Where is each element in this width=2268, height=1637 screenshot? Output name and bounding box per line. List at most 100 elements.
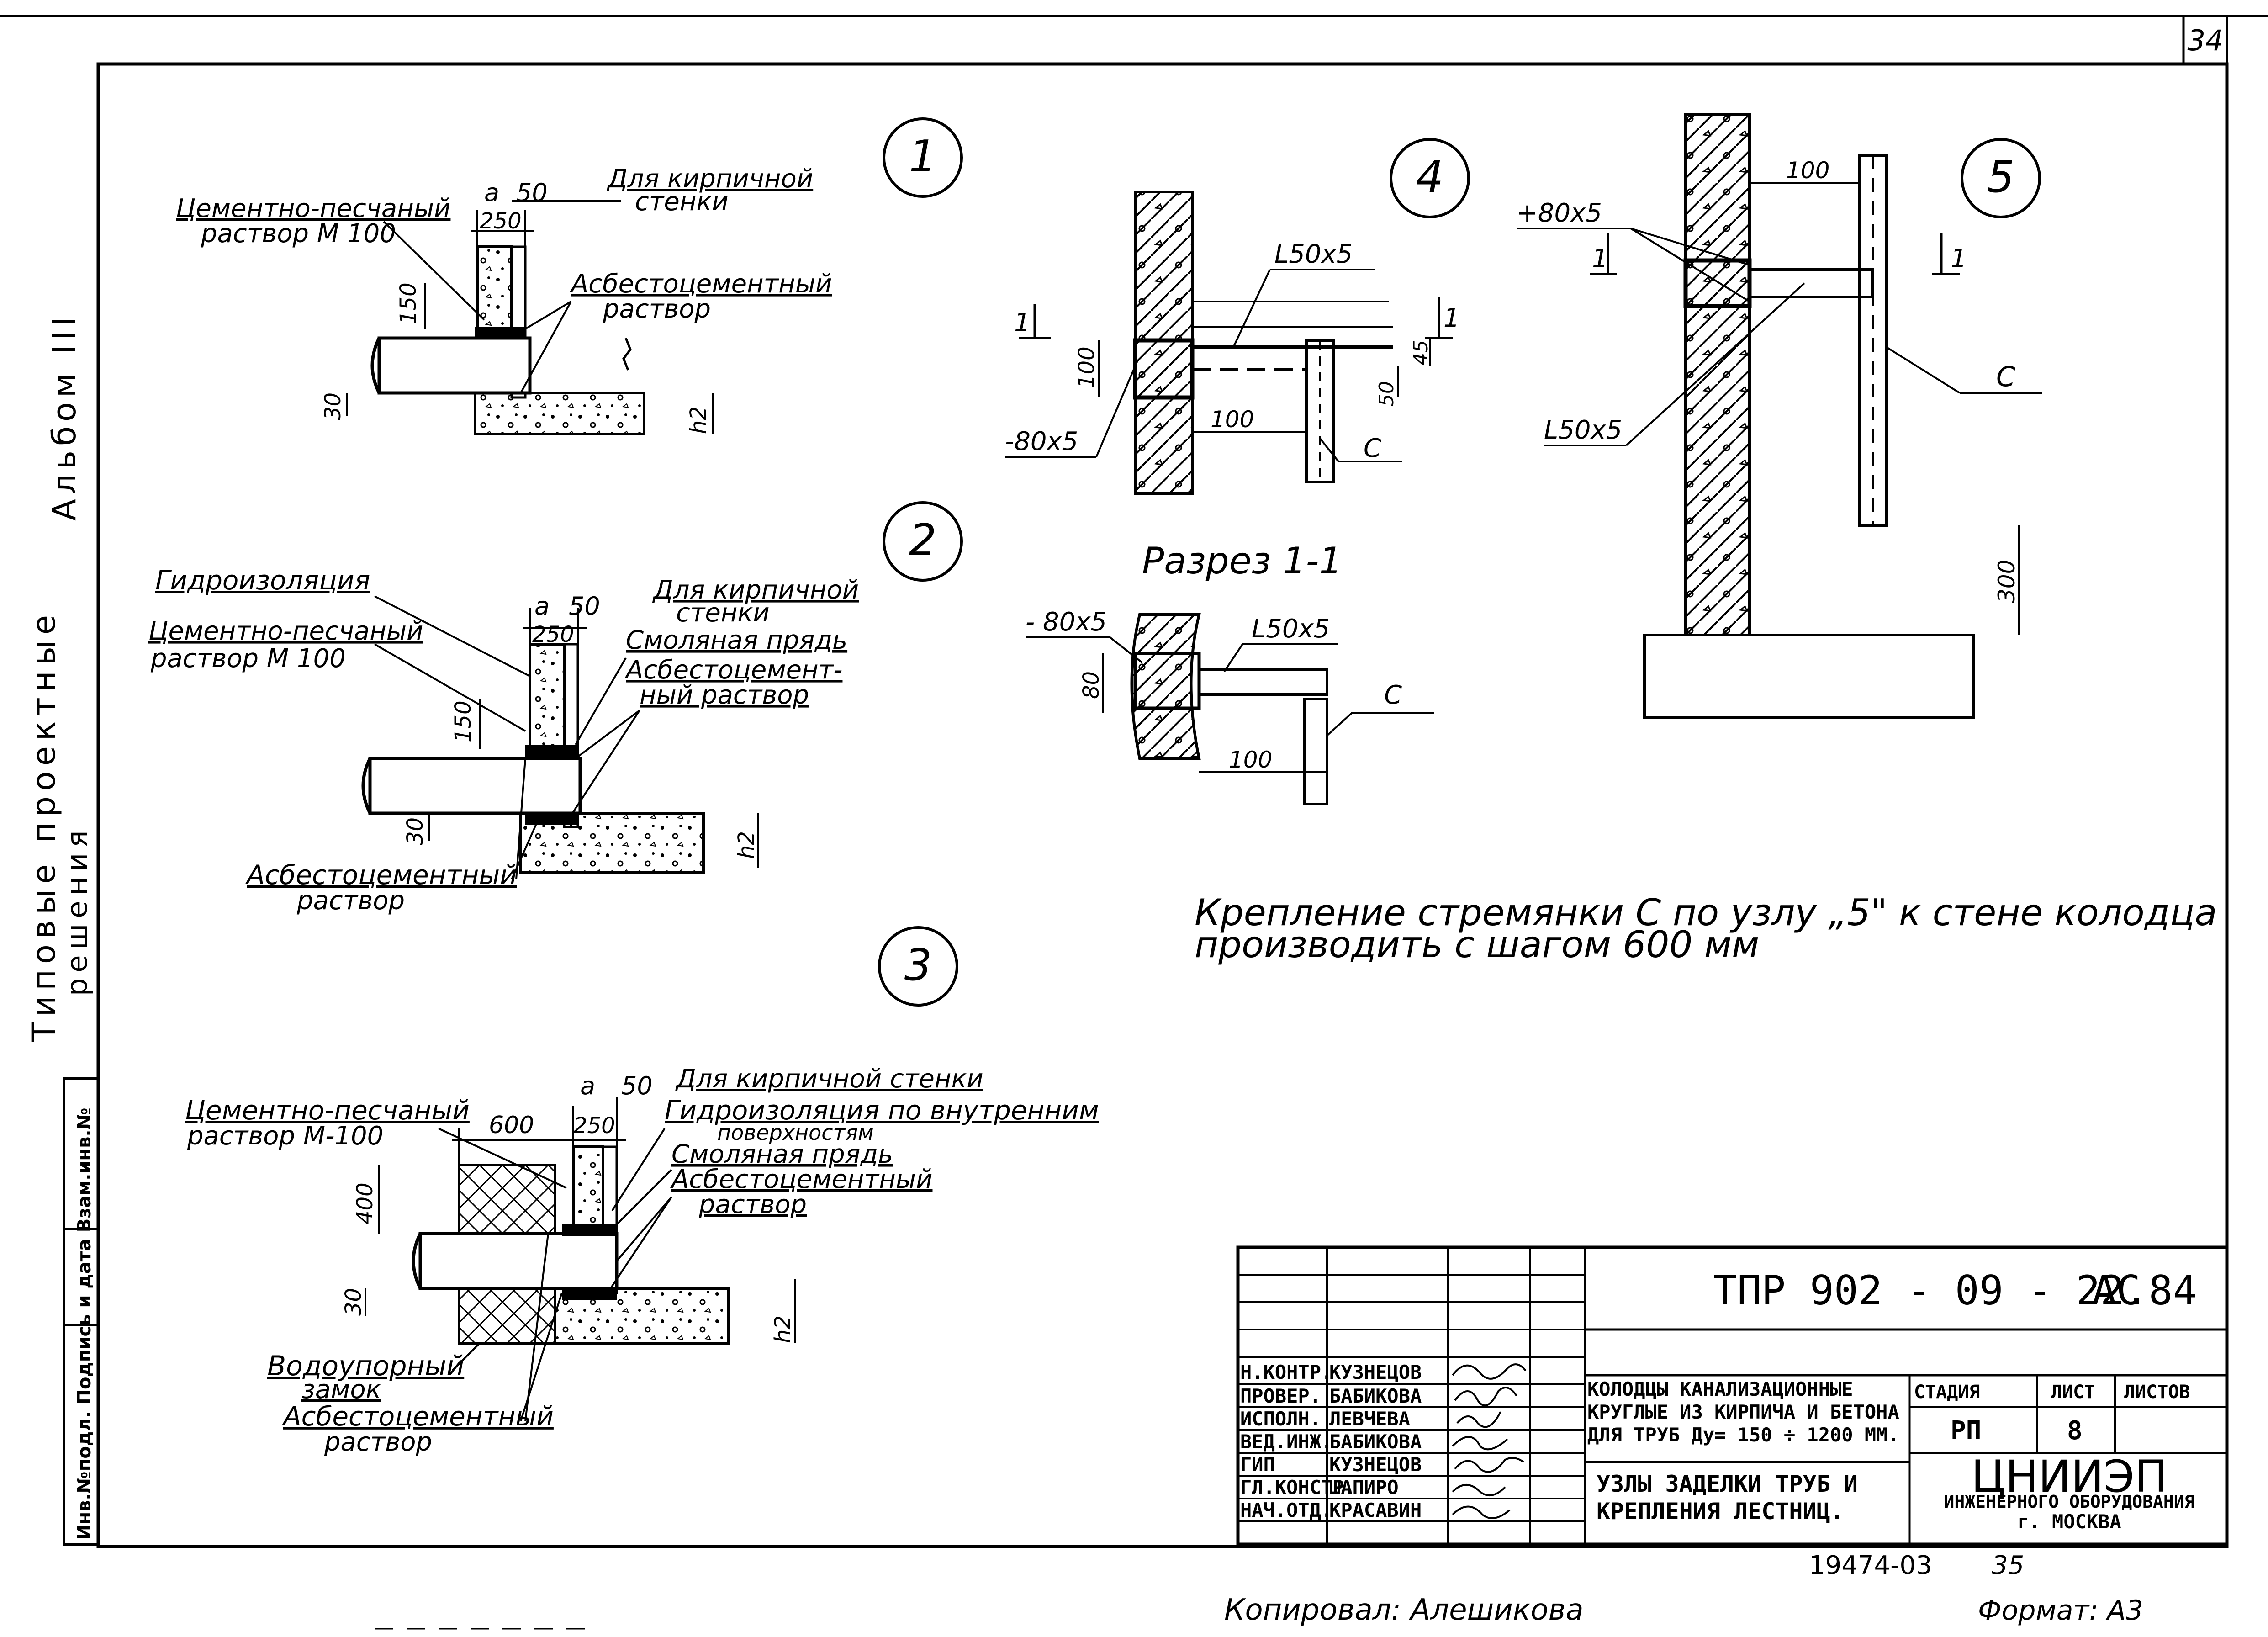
signatures — [1452, 1363, 1527, 1519]
node-5-number: 5 — [1987, 152, 2014, 202]
node-1-dim-250: 250 — [480, 208, 522, 234]
node-3-label-asb-2: раствор — [698, 1190, 807, 1219]
node-3-dim-30: 30 — [341, 1288, 366, 1316]
section-title: Разрез 1-1 — [1142, 540, 1342, 582]
sheet-value: 8 — [2067, 1416, 2083, 1446]
section-label-angle: L50x5 — [1252, 614, 1330, 644]
node-3-label-asb: Асбестоцементный — [670, 1165, 932, 1194]
node-1-circle — [883, 117, 963, 198]
node-3-dim-a: a — [580, 1071, 595, 1100]
role-3: ВЕД.ИНЖ. — [1240, 1430, 1332, 1453]
node-1-label-brick: Для кирпичной — [606, 164, 813, 194]
node-3-label-lock-2: замок — [301, 1375, 381, 1404]
node-1-wall — [476, 245, 513, 339]
sheet-frame: 34 — [0, 15, 2268, 1548]
node-1-label-asb-2: раствор — [603, 294, 711, 324]
name-4: КУЗНЕЦОВ — [1329, 1453, 1422, 1476]
node-3-pipe — [418, 1232, 619, 1290]
node-1-dim-h2: h2 — [686, 406, 711, 434]
node-4-label-plate: -80x5 — [1005, 427, 1078, 456]
node-1-label-mortar: Цементно-песчаный — [176, 194, 450, 223]
node-4-circle — [1390, 138, 1470, 218]
sheet-label: ЛИСТ — [2051, 1382, 2095, 1403]
name-0: КУЗНЕЦОВ — [1329, 1361, 1422, 1383]
node-2-dim-150: 150 — [450, 700, 476, 742]
doc-mark: АС — [2092, 1267, 2141, 1314]
node-3-dim-50: 50 — [621, 1071, 653, 1100]
node-1-pipe — [377, 336, 532, 395]
node-5-base — [1643, 634, 1975, 719]
node-3-label-hydro-2: поверхностям — [717, 1120, 874, 1145]
stage-value: РП — [1951, 1416, 1981, 1446]
section-1-1: Разрез 1-1 - 80x5 L50x5 C 80 100 — [1026, 540, 1434, 805]
role-2: ИСПОЛН. — [1240, 1408, 1321, 1430]
node-5-section-right: 1 — [1951, 244, 1967, 274]
footer: 19474-03 35 Копировал: Алешикова Формат:… — [375, 1551, 2143, 1630]
node-2-pipe — [368, 757, 582, 815]
description-2: КРУГЛЫЕ ИЗ КИРПИЧА И БЕТОНА — [1587, 1401, 1899, 1423]
section-wall — [1130, 613, 1201, 760]
stamp-column-labels: Инв.№подл. Подпись и дата Взам.инв.№ — [74, 1107, 95, 1540]
node-3-label-lock: Водоупорный — [267, 1350, 464, 1382]
node-5-wall — [1684, 113, 1751, 636]
title-block: ТПР 902 - 09 - 22.84 АС Н.КОНТР. ПРОВЕР.… — [1236, 1245, 2229, 1546]
node-3-circle — [878, 926, 958, 1007]
node-2-label-brick: Для кирпичной — [652, 575, 859, 605]
name-1: БАБИКОВА — [1329, 1385, 1422, 1407]
general-note: Крепление стремянки С по узлу „5" к стен… — [1195, 891, 2217, 966]
node-3-number: 3 — [904, 940, 932, 991]
node-4-label-c: C — [1364, 434, 1381, 463]
node-2-dim-h2: h2 — [734, 831, 759, 859]
node-4-dim-100-v: 100 — [1074, 346, 1100, 388]
sheets-label: ЛИСТОВ — [2124, 1382, 2190, 1403]
node-5-label-plate: +80x5 — [1517, 198, 1602, 228]
role-4: ГИП — [1240, 1453, 1275, 1476]
name-3: БАБИКОВА — [1329, 1430, 1422, 1453]
series-label-1: Типовые проектные — [25, 609, 63, 1042]
org-name: ЦНИИЭП — [1971, 1451, 2168, 1502]
section-label-plate: - 80x5 — [1026, 607, 1107, 637]
page-number: 34 — [2188, 24, 2224, 57]
section-ladder — [1303, 698, 1328, 805]
node-5-angle — [1748, 268, 1874, 298]
node-2-label-asb-bottom-2: раствор — [296, 886, 405, 916]
node-4-dim-100-h: 100 — [1211, 406, 1254, 433]
sheet-title-2: КРЕПЛЕНИЯ ЛЕСТНИЦ. — [1597, 1498, 1844, 1525]
section-label-c: C — [1384, 680, 1402, 710]
node-1-label-mortar-2: раствор М 100 — [201, 219, 396, 249]
node-1-number: 1 — [909, 132, 936, 182]
note-line-1: Крепление стремянки С по узлу „5" к стен… — [1195, 891, 2217, 934]
name-2: ЛЕВЧЕВА — [1329, 1408, 1410, 1430]
node-3-label-asb-bottom-2: раствор — [324, 1427, 432, 1457]
node-2-label-resin: Смоляная прядь — [626, 625, 847, 655]
node-4-dim-50: 50 — [1375, 381, 1398, 407]
node-2-label-asb: Асбестоцемент- — [624, 655, 842, 685]
node-4-dim-45: 45 — [1409, 340, 1433, 366]
role-6: НАЧ.ОТД. — [1240, 1499, 1332, 1521]
node-5-dim-100: 100 — [1786, 157, 1829, 184]
section-dim-80: 80 — [1078, 671, 1104, 699]
node-2-dim-50: 50 — [569, 592, 600, 620]
node-1-dim-150: 150 — [396, 282, 421, 324]
node-3-label-resin: Смоляная прядь — [671, 1139, 893, 1169]
node-2-label-asb-bottom: Асбестоцементный — [245, 859, 517, 890]
node-3-label-hydro: Гидроизоляция по внутренним — [665, 1095, 1099, 1126]
inventory-number: 19474-03 — [1809, 1551, 1932, 1580]
org-sub-1: ИНЖЕНЕРНОГО ОБОРУДОВАНИЯ — [1944, 1492, 2194, 1512]
description-3: ДЛЯ ТРУБ Ду= 150 ÷ 1200 ММ. — [1587, 1424, 1899, 1446]
node-3-label-brick: Для кирпичной стенки — [675, 1064, 983, 1094]
node-2-wall — [529, 643, 566, 751]
node-2-label-mortar: Цементно-песчаный — [148, 616, 423, 646]
node-4-wall — [1134, 191, 1194, 495]
node-3-dim-250: 250 — [573, 1113, 615, 1139]
section-dim-100: 100 — [1229, 747, 1272, 773]
node-1-dim-30: 30 — [320, 392, 346, 420]
node-3-dim-400: 400 — [352, 1182, 378, 1224]
node-2-label-hydro: Гидроизоляция — [155, 565, 370, 596]
node-5-section-left: 1 — [1592, 244, 1608, 274]
node-3-label-asb-bottom: Асбестоцементный — [281, 1401, 554, 1432]
name-6: КРАСАВИН — [1329, 1499, 1422, 1521]
node-1-dim-a: a — [484, 178, 499, 207]
node-2-label-asb-2: ный раствор — [640, 680, 809, 710]
node-5: 5 +80x5 L50x5 C 100 300 1 1 — [1517, 113, 2042, 719]
